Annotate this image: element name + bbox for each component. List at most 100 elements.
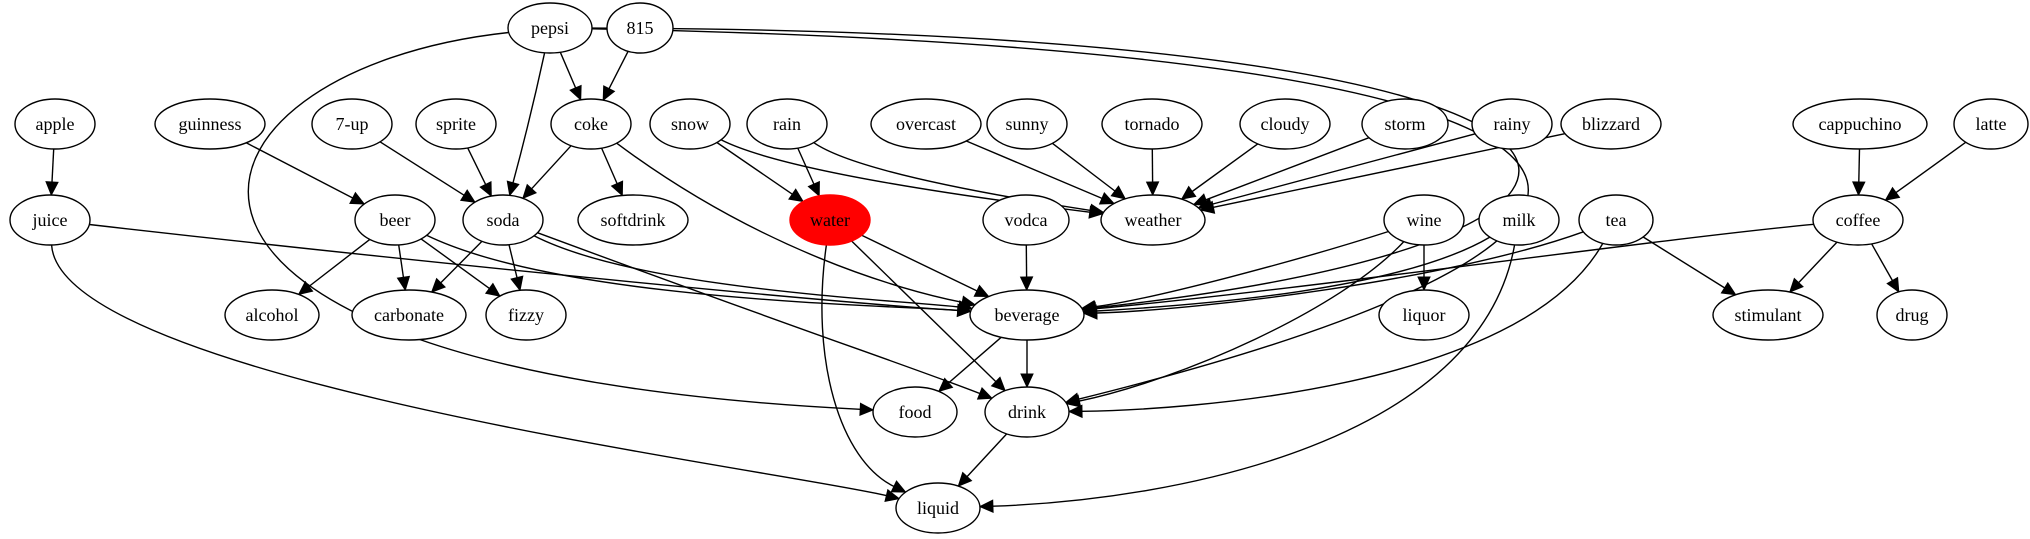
node-label: coffee: [1836, 210, 1881, 230]
edge-beverage-to-food: [937, 336, 1002, 393]
node-tornado: tornado: [1101, 98, 1203, 150]
node-label: wine: [1407, 210, 1442, 230]
node-milk: milk: [1478, 194, 1560, 246]
node-label: liquor: [1403, 305, 1446, 325]
edge-drink-to-liquid: [957, 433, 1008, 487]
node-label: food: [899, 402, 932, 422]
edge-water-to-beverage: [861, 234, 990, 298]
arrowhead: [976, 386, 994, 400]
edge-line: [51, 148, 55, 183]
node-shape: [507, 2, 593, 54]
edge-line: [966, 140, 1103, 200]
edge-sunny-to-weather: [1051, 142, 1127, 200]
edge-coffee-to-beverage: [1081, 223, 1814, 316]
arrowhead: [506, 180, 520, 197]
arrowhead: [957, 471, 973, 487]
arrowhead: [1065, 394, 1082, 408]
edge-line: [797, 147, 815, 185]
node-label: rainy: [1494, 114, 1531, 134]
arrowhead: [937, 377, 954, 393]
arrowhead: [396, 275, 411, 292]
node-cappuchino: cappuchino: [1792, 98, 1928, 150]
node-blizzard: blizzard: [1560, 98, 1662, 150]
arrowhead: [484, 282, 501, 297]
node-shape: [1471, 98, 1553, 150]
edge-tornado-to-weather: [1145, 148, 1160, 197]
node-coke: coke: [550, 98, 632, 150]
node-label: guinness: [179, 114, 242, 134]
edge-soda-to-carbonate: [430, 240, 483, 293]
node-shape: [870, 98, 982, 150]
node-shape: [872, 386, 958, 438]
node-stimulant: stimulant: [1712, 289, 1824, 341]
node-shape: [550, 98, 632, 150]
edge-coke-to-softdrink: [600, 147, 624, 197]
arrowhead: [1089, 203, 1105, 217]
node-label: soda: [487, 210, 520, 230]
node-shape: [746, 98, 828, 150]
node-cloudy: cloudy: [1239, 98, 1331, 150]
edge-line: [1094, 230, 1389, 308]
node-shape: [1876, 289, 1948, 341]
node-vodca: vodca: [982, 194, 1070, 246]
arrowhead: [884, 488, 901, 503]
edge-soda-to-fizzy: [508, 244, 524, 292]
node-label: sprite: [436, 114, 476, 134]
node-guinness: guinness: [154, 98, 266, 150]
arrowhead: [479, 181, 492, 198]
arrowhead: [859, 402, 875, 417]
node-label: snow: [671, 114, 709, 134]
node-food: food: [872, 386, 958, 438]
arrowhead: [459, 189, 477, 203]
arrowhead: [510, 275, 524, 292]
arrowhead: [1884, 186, 1901, 201]
node-sprite: sprite: [415, 98, 497, 150]
node-label: beverage: [995, 305, 1060, 325]
node-storm: storm: [1361, 98, 1449, 150]
node-liquid: liquid: [895, 482, 981, 534]
edge-line: [426, 234, 958, 311]
edge-line: [616, 142, 963, 303]
edge-coffee-to-drug: [1870, 243, 1900, 293]
node-shape: [351, 289, 467, 341]
edge-line: [1096, 231, 1584, 314]
edge-line: [1081, 243, 1604, 412]
node-shape: [462, 194, 544, 246]
node-label: pepsi: [531, 18, 569, 38]
edge-soda-to-beverage: [533, 235, 974, 314]
edge-line: [861, 234, 978, 292]
edge-line: [1095, 223, 1814, 310]
node-drug: drug: [1876, 289, 1948, 341]
edge-line: [966, 433, 1008, 478]
edge-juice-to-liquid: [50, 244, 901, 503]
node-shape: [1578, 194, 1654, 246]
node-shape: [1100, 194, 1206, 246]
node-label: latte: [1976, 114, 2007, 134]
arrowhead: [990, 376, 1006, 392]
edge-line: [398, 244, 405, 278]
node-liquor: liquor: [1378, 289, 1470, 341]
arrowhead: [569, 84, 582, 101]
node-label: cloudy: [1261, 114, 1310, 134]
node-shape: [1378, 289, 1470, 341]
edge-line: [1079, 241, 1405, 402]
edge-latte-to-coffee: [1884, 141, 1967, 201]
edge-line: [992, 244, 1516, 507]
node-shape: [789, 194, 871, 246]
arrowhead: [807, 180, 820, 197]
edge-tea-to-drink: [1067, 243, 1604, 419]
graph-edges: [45, 27, 1967, 513]
edge-line: [1642, 236, 1725, 289]
node-label: coke: [574, 114, 608, 134]
node-shape: [606, 2, 674, 54]
node-label: drink: [1008, 402, 1046, 422]
node-shape: [986, 98, 1068, 150]
node-shape: [354, 194, 436, 246]
arrowhead: [349, 191, 366, 205]
node-tea: tea: [1578, 194, 1654, 246]
edge-water-to-liquid: [821, 244, 907, 493]
edge-line: [308, 238, 371, 288]
edge-pepsi-to-coke: [559, 51, 582, 101]
node-drink: drink: [984, 386, 1070, 438]
